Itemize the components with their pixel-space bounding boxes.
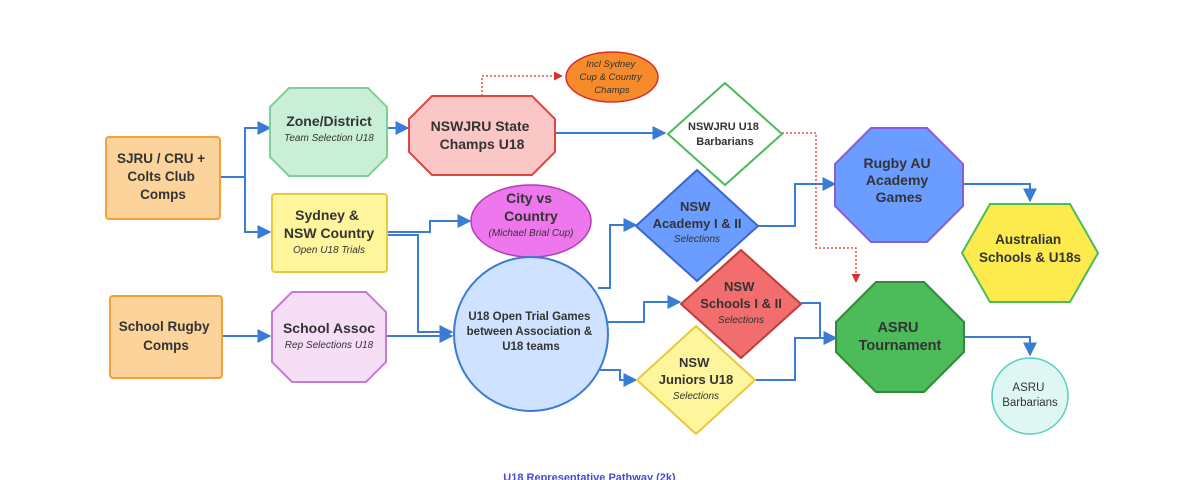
edge-academy-rugbyau (758, 177, 837, 227)
svg-text:(Michael Brial Cup): (Michael Brial Cup) (488, 228, 573, 239)
node-nswjru-barbarians: NSWJRU U18 Barbarians (666, 81, 784, 187)
svg-text:School Rugby Comps: School Rugby Comps (119, 319, 214, 353)
node-rugby-au-academy: Rugby AU Academy Games (834, 127, 964, 243)
svg-text:NSW Schools I & II: NSW Schools I & II (700, 279, 782, 311)
edge-sydney-city (387, 214, 472, 233)
node-u18-open-trial-games: U18 Open Trial Games between Association… (453, 256, 609, 412)
edge-u18open-academy (598, 218, 638, 289)
svg-text:NSW Juniors U18: NSW Juniors U18 (659, 355, 733, 387)
svg-text:ASRU Tournament: ASRU Tournament (859, 320, 942, 354)
node-australian-schools: Australian Schools & U18s (960, 203, 1100, 303)
svg-text:Rep Selections U18: Rep Selections U18 (285, 340, 374, 351)
node-nsw-juniors: NSW Juniors U18 Selections (635, 324, 757, 436)
node-incl-sydney-cup: Incl Sydney Cup & Country Champs (565, 51, 659, 103)
svg-text:NSWJRU U18 Barbarians: NSWJRU U18 Barbarians (688, 121, 762, 148)
svg-text:School Assoc: School Assoc (283, 320, 375, 336)
svg-text:U18 Open Trial Games bet: U18 Open Trial Games between Association… (467, 311, 596, 353)
svg-text:Selections: Selections (674, 234, 720, 245)
edge-juniors-asru (754, 331, 838, 381)
node-asru-tournament: ASRU Tournament (835, 281, 965, 393)
svg-text:ASRU Barbarians: ASRU Barbarians (1002, 382, 1058, 409)
node-nswjru-state-champs: NSWJRU State Champs U18 (408, 95, 556, 176)
svg-text:City vs Country: City vs Country (504, 190, 558, 224)
node-nsw-academy: NSW Academy I & II Selections (634, 168, 760, 283)
edge-schools-asru (801, 302, 838, 345)
svg-text:NSWJRU State Champs U18: NSWJRU State Champs U18 (431, 118, 534, 152)
edge-sjru-zone (220, 121, 272, 178)
svg-text:Sydney & NSW Country: Sydney & NSW Country (284, 207, 374, 241)
edge-sjru-sydney (244, 177, 272, 239)
dotted-edges (481, 71, 861, 283)
svg-text:Incl Sydney Cup & Countr: Incl Sydney Cup & Country Champs (580, 59, 645, 96)
node-city-vs-country: City vs Country (Michael Brial Cup) (470, 184, 592, 258)
svg-text:Zone/District: Zone/District (286, 113, 372, 129)
svg-text:Team Selection U18: Team Selection U18 (284, 133, 374, 144)
svg-text:Rugby AU Academy G: Rugby AU Academy Games (863, 155, 934, 205)
edge-barbarians-asru (782, 132, 861, 283)
edge-asru-barbarians (964, 336, 1037, 357)
node-nsw-schools: NSW Schools I & II Selections (679, 248, 803, 360)
edge-u18open-schools (606, 295, 682, 323)
node-school-assoc: School Assoc Rep Selections U18 (271, 291, 387, 383)
diagram-caption: U18 Representative Pathway (2k) (503, 472, 676, 480)
svg-text:Open U18 Trials: Open U18 Trials (293, 245, 365, 256)
node-zone-district: Zone/District Team Selection U18 (269, 87, 388, 177)
node-asru-barbarians: ASRU Barbarians (991, 357, 1069, 435)
node-sydney-nsw-country: Sydney & NSW Country Open U18 Trials (271, 193, 388, 273)
svg-text:Australian Schools & U18: Australian Schools & U18s (979, 232, 1081, 265)
node-school-rugby-comps: School Rugby Comps (109, 295, 223, 379)
edge-state-incl (481, 71, 563, 96)
node-sjru: SJRU / CRU + Colts Club Comps (105, 136, 221, 220)
edge-u18open-juniors (600, 369, 638, 387)
svg-text:Selections: Selections (673, 391, 719, 402)
svg-text:NSW Academy I & II: NSW Academy I & II (653, 199, 742, 231)
svg-text:SJRU / CRU + Colts Club: SJRU / CRU + Colts Club Comps (117, 151, 209, 202)
edges (220, 121, 1037, 387)
edge-rugbyau-australian (963, 183, 1037, 203)
edge-sydney-u18open (387, 234, 454, 339)
svg-text:Selections: Selections (718, 315, 764, 326)
